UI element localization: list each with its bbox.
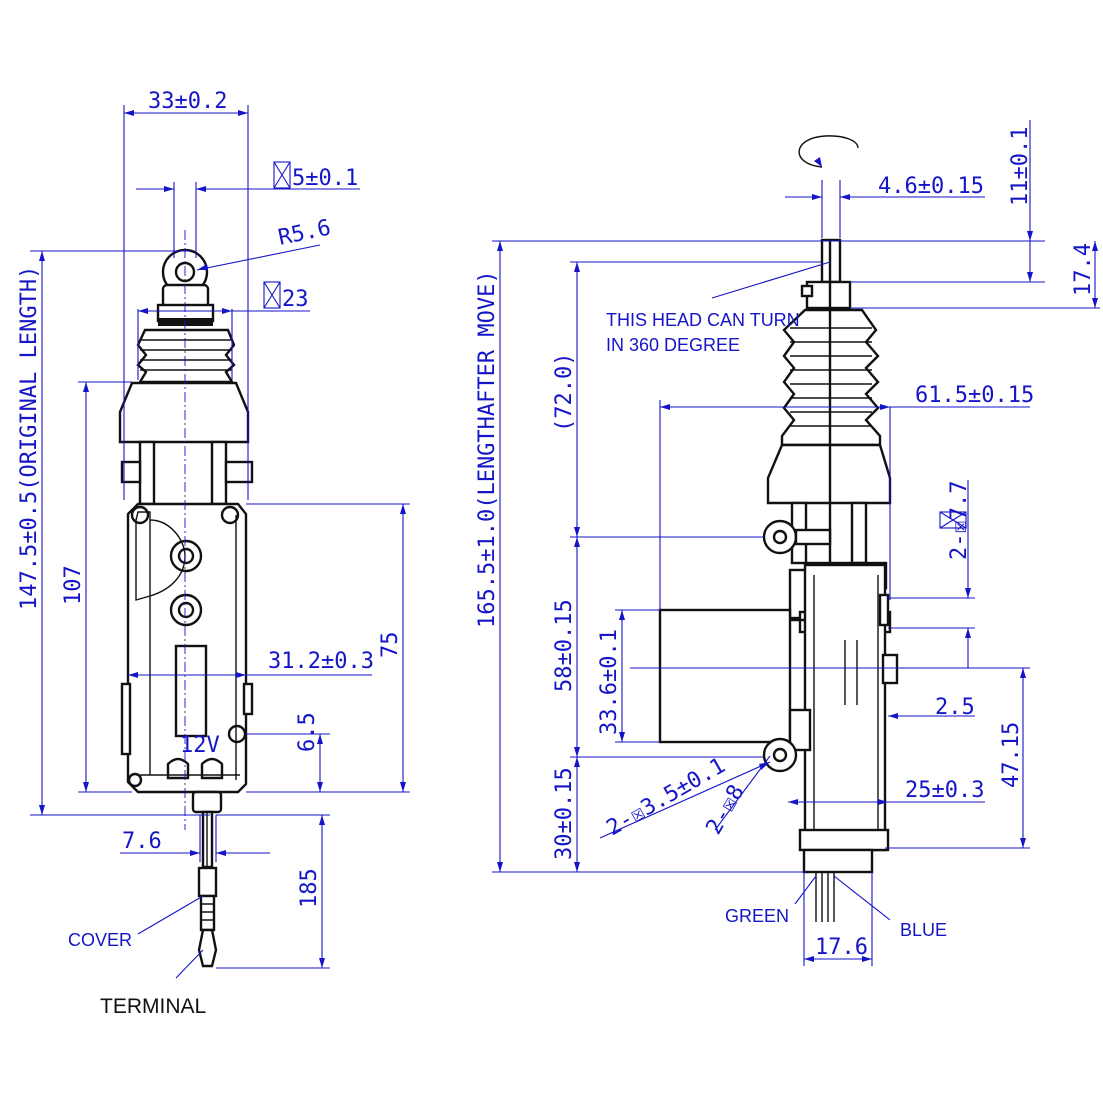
dim-square-23: 23 [282,287,309,312]
dim-47-15: 47.15 [999,722,1024,788]
dim-75: 75 [378,632,403,659]
dim-25-3: 25±0.3 [905,778,984,803]
voltage-label: 12V [180,733,220,758]
dim-radius: R5.6 [276,215,333,250]
label-blue-wire: BLUE [900,920,947,940]
dim-72: (72.0) [552,353,577,432]
dim-17-4: 17.4 [1071,243,1096,296]
label-green-wire: GREEN [725,906,789,926]
left-actuator-outline [118,248,254,968]
dim-2-5: 2.5 [935,695,975,720]
note-head-turn-line1: THIS HEAD CAN TURN [606,310,800,330]
dim-107: 107 [61,565,86,605]
label-terminal: TERMINAL [100,995,206,1018]
right-actuator-outline [658,135,899,922]
dim-2x7-7: 2-☒7.7 [947,481,972,560]
dim-58: 58±0.15 [552,599,577,692]
left-dimension-lines [30,105,410,979]
dim-61-5: 61.5±0.15 [915,383,1034,408]
dim-length-after-move: 165.5±1.0(LENGTHAFTER MOVE) [475,270,500,628]
label-cover: COVER [68,930,132,950]
note-head-turn-line2: IN 360 DEGREE [606,335,740,355]
dim-width-33: 33±0.2 [148,89,227,114]
dim-square-5: 5±0.1 [292,166,358,191]
dim-185: 185 [297,868,322,908]
dim-17-6: 17.6 [815,935,868,960]
dim-4-6: 4.6±0.15 [878,174,984,199]
dim-6-5: 6.5 [295,712,320,752]
dim-30: 30±0.15 [552,767,577,860]
dim-31-2: 31.2±0.3 [268,649,374,674]
dim-11: 11±0.1 [1008,127,1033,206]
rotation-arrow-icon [798,135,859,168]
right-dimension-lines [492,120,1100,966]
dim-original-length: 147.5±0.5(ORIGINAL LENGTH) [17,266,42,610]
dim-33-6: 33.6±0.1 [597,629,622,735]
dim-7-6: 7.6 [122,829,162,854]
